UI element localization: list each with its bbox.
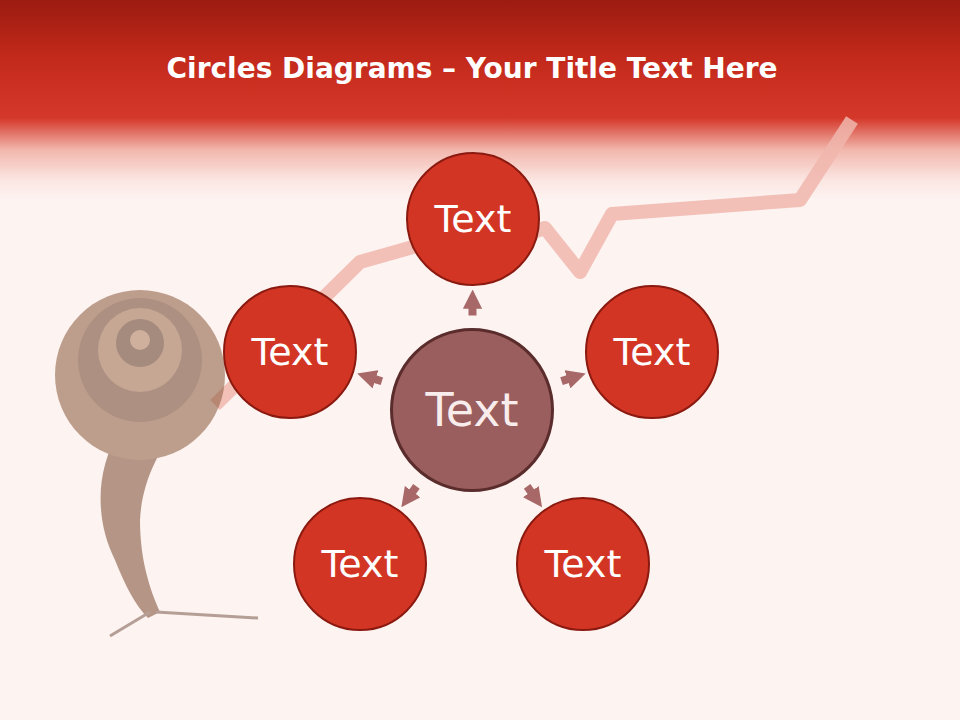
snail-shell <box>116 319 164 367</box>
node-text: Text <box>252 333 329 371</box>
snail-shell <box>98 308 182 392</box>
center-circle: Text <box>390 328 554 492</box>
node-text: Text <box>435 200 512 238</box>
snail-shell <box>130 330 150 350</box>
circle-shape <box>586 286 718 418</box>
snail-tentacle <box>156 612 258 618</box>
node-text: Text <box>614 333 691 371</box>
circle-shape <box>407 153 539 285</box>
arrow-connector <box>562 378 572 381</box>
outer-circle: Text <box>585 285 719 419</box>
arrow-connector <box>372 378 382 381</box>
outer-circle: Text <box>406 152 540 286</box>
node-text: Text <box>322 545 399 583</box>
outer-circle: Text <box>516 497 650 631</box>
snail-shell <box>55 290 225 460</box>
node-text: Text <box>425 387 518 433</box>
outer-circle: Text <box>223 285 357 419</box>
arrow-connector <box>410 486 416 494</box>
slide-title: Circles Diagrams – Your Title Text Here <box>0 52 944 85</box>
circle-shape <box>294 498 426 630</box>
outer-circle: Text <box>293 497 427 631</box>
circle-shape <box>224 286 356 418</box>
circle-shape <box>517 498 649 630</box>
node-text: Text <box>545 545 622 583</box>
arrow-connector <box>527 486 533 494</box>
snail-tentacle <box>110 612 150 636</box>
circle-shape <box>392 330 553 491</box>
arrow-connector <box>468 305 476 316</box>
snail-shell <box>78 298 202 422</box>
